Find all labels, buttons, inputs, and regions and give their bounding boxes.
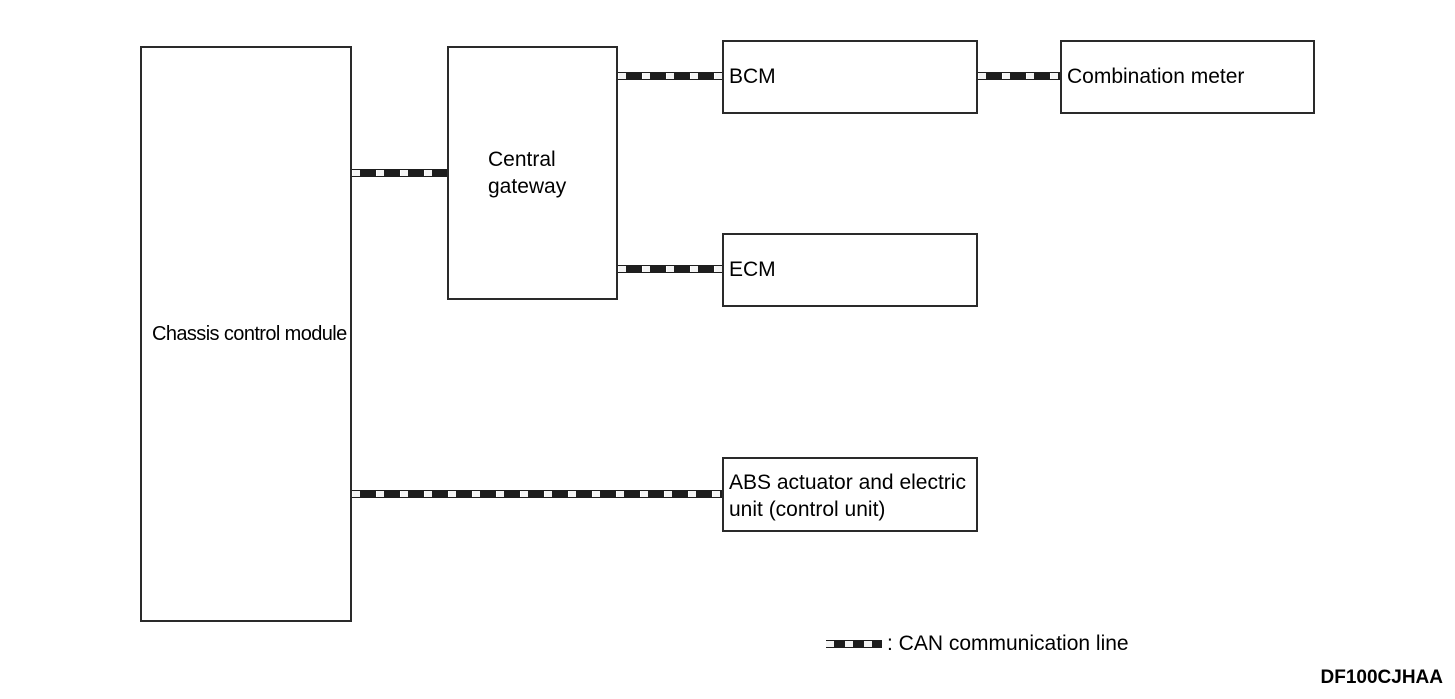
can-line-legend-swatch [826, 640, 882, 648]
abs-actuator-box [722, 457, 978, 532]
legend: : CAN communication line [826, 630, 1129, 658]
central-gateway-box [447, 46, 618, 300]
combination-meter-box [1060, 40, 1315, 114]
bcm-label: BCM [729, 65, 776, 88]
chassis-control-module-box [140, 46, 352, 622]
bcm-box [722, 40, 978, 114]
abs-actuator-label: ABS actuator and electric unit (control … [729, 471, 966, 521]
can-line-bcm-combination-meter [978, 72, 1060, 80]
legend-text: : CAN communication line [887, 632, 1129, 655]
ecm-label: ECM [729, 258, 776, 281]
ecm-box [722, 233, 978, 307]
can-line-gateway-ecm [618, 265, 722, 273]
combination-meter-label: Combination meter [1067, 65, 1245, 88]
figure-code: DF100CJHAA [1320, 667, 1443, 688]
chassis-control-module-label: Chassis control module [152, 323, 347, 345]
central-gateway-label: Central gateway [488, 148, 567, 198]
can-line-gateway-bcm [618, 72, 722, 80]
can-line-chassis-gateway [352, 169, 447, 177]
can-line-chassis-abs [352, 490, 722, 498]
